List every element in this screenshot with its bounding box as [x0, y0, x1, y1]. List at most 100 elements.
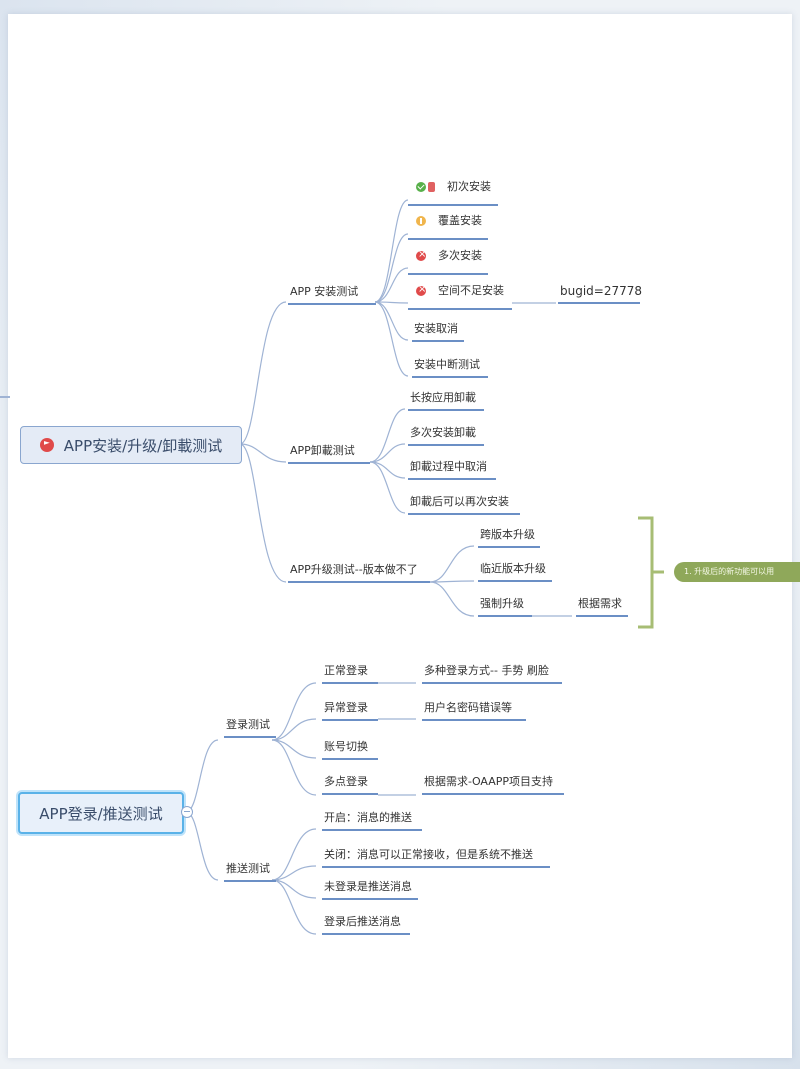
topic-underline: [558, 302, 640, 304]
root-topic-login[interactable]: APP登录/推送测试: [18, 792, 184, 834]
topic-multi-login[interactable]: 多点登录: [322, 775, 378, 795]
topic-reinstall[interactable]: 卸載后可以再次安装: [408, 495, 520, 515]
topic-underline: [412, 340, 464, 342]
topic-label: 卸載过程中取消: [410, 460, 487, 473]
topic-label: 根据需求-OAAPP项目支持: [424, 775, 554, 788]
link-push-4: [271, 879, 317, 935]
topic-push-logged-in[interactable]: 登录后推送消息: [322, 915, 410, 935]
link-push-1: [271, 828, 317, 881]
summary-topic[interactable]: 1. 升级后的新功能可以用: [674, 562, 800, 582]
topic-normal-login[interactable]: 正常登录: [322, 664, 378, 684]
topic-underline: [408, 273, 488, 275]
error-icon: [416, 284, 426, 296]
topic-underline: [408, 478, 496, 480]
topic-label: APP 安装测试: [290, 285, 359, 298]
topic-account-switch[interactable]: 账号切换: [322, 740, 378, 760]
topic-uninstall-multi[interactable]: 多次安装卸載: [408, 426, 484, 446]
topic-underline: [224, 880, 276, 882]
topic-underline: [224, 736, 276, 738]
topic-underline: [322, 933, 410, 935]
topic-first-install[interactable]: 初次安装: [445, 180, 493, 194]
topic-wrong-password[interactable]: 用户名密码错误等: [422, 701, 526, 721]
topic-underline: [322, 682, 378, 684]
topic-push-logged-out[interactable]: 未登录是推送消息: [322, 880, 418, 900]
topic-install-cancel[interactable]: 安装取消: [412, 322, 464, 342]
error-icon: [416, 249, 426, 261]
topic-label: APP升级测试--版本做不了: [290, 563, 418, 576]
topic-label: 空间不足安装: [438, 284, 504, 297]
underline-row: [408, 220, 492, 240]
root-topic-install-label: APP安装/升级/卸載测试: [63, 436, 223, 455]
connector-stub: [0, 396, 10, 398]
topic-upgrade-test[interactable]: APP升级测试--版本做不了: [288, 563, 430, 583]
topic-underline: [422, 682, 562, 684]
topic-bugid[interactable]: bugid=27778: [558, 284, 644, 304]
summary-bracket: [638, 516, 664, 629]
topic-uninstall-test[interactable]: APP卸載测试: [288, 444, 370, 464]
topic-install-test[interactable]: APP 安装测试: [288, 285, 376, 305]
topic-login-test[interactable]: 登录测试: [224, 718, 276, 738]
flag-icon: [39, 438, 54, 452]
root-topic-login-label: APP登录/推送测试: [39, 804, 163, 823]
topic-oa-support[interactable]: 根据需求-OAAPP项目支持: [422, 775, 564, 795]
topic-underline: [478, 615, 532, 617]
link-login-4: [271, 739, 317, 796]
topic-underline: [408, 444, 484, 446]
topic-uninstall-longpress[interactable]: 长按应用卸載: [408, 391, 484, 411]
link-install-4: [374, 301, 409, 304]
link-install-5: [374, 301, 409, 341]
topic-underline: [408, 513, 520, 515]
topic-low-space-install[interactable]: 空间不足安装: [436, 284, 506, 298]
topic-label: 多点登录: [324, 775, 368, 788]
topic-install-interrupt[interactable]: 安装中断测试: [412, 358, 488, 378]
topic-label: 多次安装: [438, 249, 482, 262]
link-root1-install: [239, 301, 287, 445]
topic-underline: [422, 719, 526, 721]
root-topic-install[interactable]: APP安装/升级/卸載测试: [20, 426, 242, 464]
topic-underline: [478, 580, 552, 582]
link-root1-uninstall: [239, 443, 287, 463]
topic-label: bugid=27778: [560, 284, 643, 298]
topic-push-on[interactable]: 开启：消息的推送: [322, 811, 422, 831]
topic-login-methods[interactable]: 多种登录方式-- 手势 刷脸: [422, 664, 562, 684]
topic-label: APP卸載测试: [290, 444, 355, 457]
topic-label: 用户名密码错误等: [424, 701, 512, 714]
topic-forced-upgrade[interactable]: 强制升级: [478, 597, 532, 617]
topic-underline: [322, 829, 422, 831]
topic-underline: [288, 462, 370, 464]
topic-label: 关闭：消息可以正常接收，但是系统不推送: [324, 848, 533, 861]
topic-abnormal-login[interactable]: 异常登录: [322, 701, 378, 721]
topic-label: 安装中断测试: [414, 358, 480, 371]
link-login-2: [271, 718, 317, 741]
link-root2-push: [185, 811, 219, 881]
topic-forced-note[interactable]: 根据需求: [576, 597, 628, 617]
topic-underline: [322, 898, 418, 900]
topic-uninstall-cancel[interactable]: 卸載过程中取消: [408, 460, 496, 480]
topic-adjacent-version[interactable]: 临近版本升级: [478, 562, 552, 582]
topic-push-off[interactable]: 关闭：消息可以正常接收，但是系统不推送: [322, 848, 550, 868]
topic-label: 卸載后可以再次安装: [410, 495, 509, 508]
mindmap-canvas: [8, 14, 792, 1058]
topic-underline: [576, 615, 628, 617]
topic-underline: [422, 793, 564, 795]
topic-multi-install[interactable]: 多次安装: [436, 249, 484, 263]
topic-underline: [322, 758, 378, 760]
topic-cross-version[interactable]: 跨版本升级: [478, 528, 540, 548]
topic-underline: [288, 303, 376, 305]
underline-row: [408, 290, 516, 310]
link-install-1: [374, 199, 409, 303]
topic-overwrite-install[interactable]: 覆盖安装: [436, 214, 484, 228]
topic-push-test[interactable]: 推送测试: [224, 862, 276, 882]
topic-underline: [322, 866, 550, 868]
link-root1-upgrade: [239, 443, 287, 583]
link-root2-login: [185, 739, 219, 813]
topic-underline: [322, 719, 378, 721]
collapse-icon[interactable]: [181, 806, 193, 818]
topic-label: 开启：消息的推送: [324, 811, 412, 824]
info-icon: [428, 182, 435, 192]
topic-label: 初次安装: [447, 180, 491, 193]
topic-underline: [322, 793, 378, 795]
check-icon: [416, 182, 426, 192]
link-install-3: [374, 267, 409, 303]
